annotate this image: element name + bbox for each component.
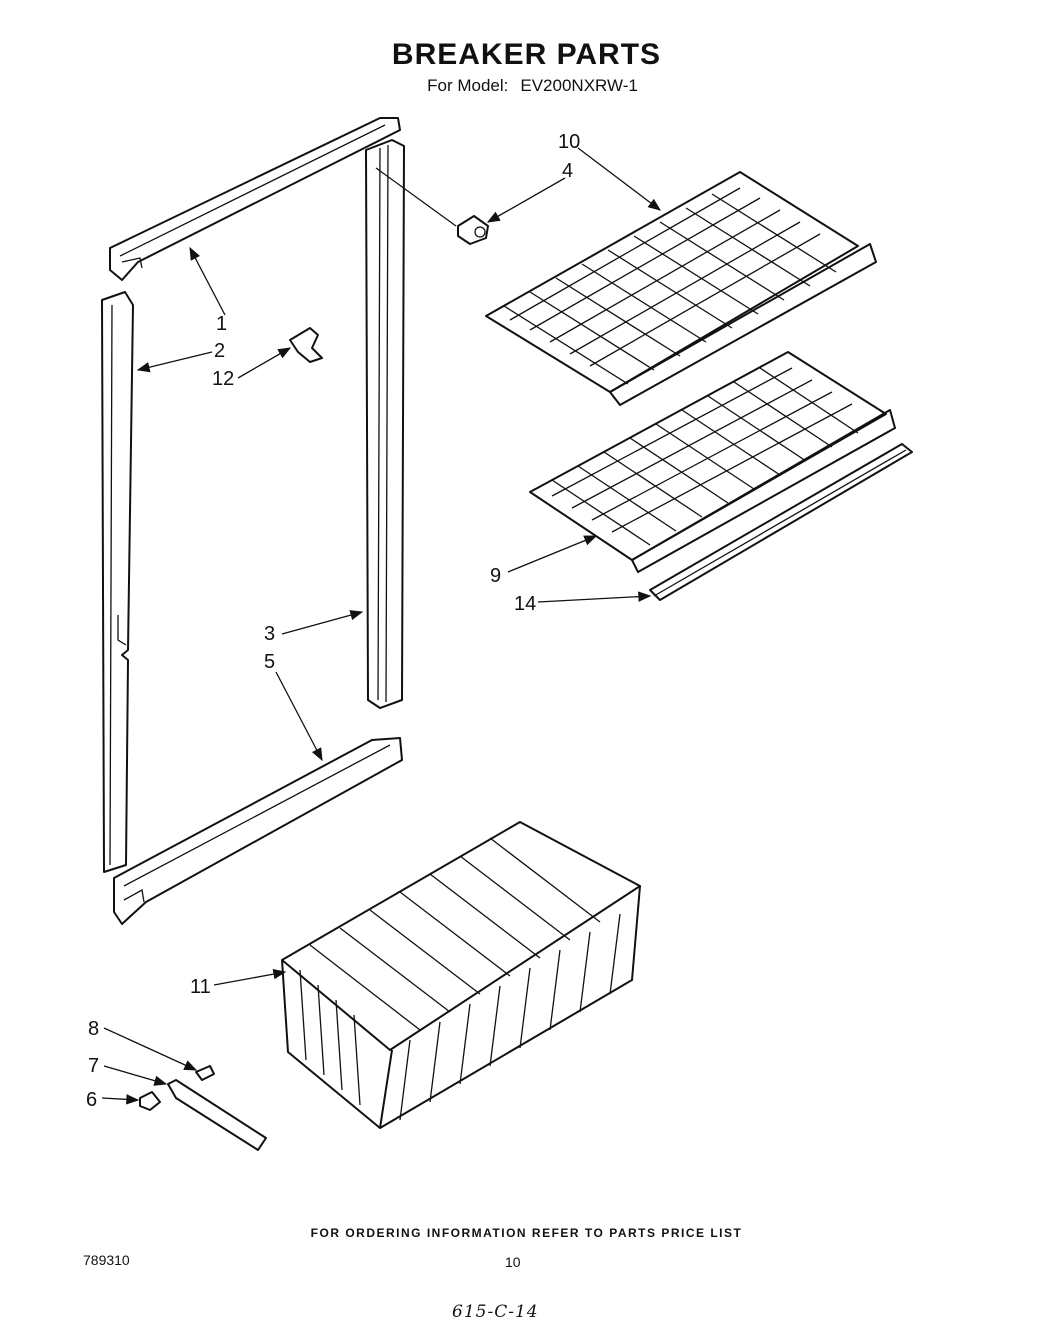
callout-9: 9 [490,565,501,587]
callout-8: 8 [88,1018,99,1040]
part-9-lower-wire-shelf [529,351,896,573]
callout-11: 11 [190,976,211,998]
callout-1: 1 [216,313,227,335]
part-14-shelf-trim [649,443,913,601]
callout-6: 6 [86,1089,97,1111]
callout-4: 4 [562,160,573,182]
callout-10: 10 [558,131,580,153]
part-10-upper-wire-shelf [485,171,877,406]
callout-12: 12 [212,368,234,390]
callout-2: 2 [214,340,225,362]
part-6-nut [139,1091,161,1111]
callout-5: 5 [264,651,275,673]
part-11-wire-basket [281,821,641,1129]
part-5-bottom-breaker-strip [113,737,403,925]
part-1-top-breaker-strip [109,117,401,281]
part-7-hinge-bar [167,1079,267,1151]
model-number: EV200NXRW-1 [520,76,638,95]
leader-lines [101,147,662,1105]
part-3-right-breaker-strip [365,139,405,709]
ordering-note: FOR ORDERING INFORMATION REFER TO PARTS … [310,1226,743,1240]
page-number: 10 [505,1254,521,1270]
page-title: BREAKER PARTS [391,38,662,71]
handwritten-note: 615-C-14 [452,1302,539,1322]
part-2-left-breaker-strip [101,291,134,873]
model-prefix: For Model: [427,76,509,95]
callout-14: 14 [514,593,536,615]
part-8-pin [195,1065,215,1081]
document-number: 789310 [83,1252,130,1268]
callout-7: 7 [88,1055,99,1077]
callout-3: 3 [264,623,275,645]
part-4-fitting [457,215,489,245]
model-line: For Model: EV200NXRW-1 [0,76,1053,96]
part-12-clip [289,327,323,363]
